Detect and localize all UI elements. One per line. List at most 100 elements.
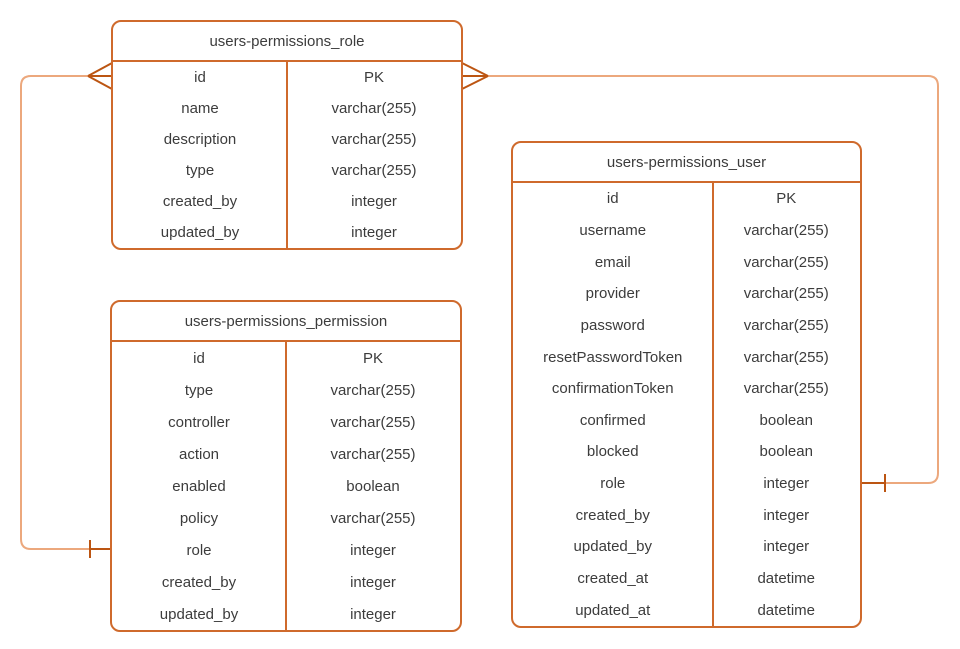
field-type-cell: datetime [757, 570, 816, 587]
field-type-cell: PK [362, 349, 383, 367]
table-row: username varchar(255) [513, 215, 860, 247]
table-row: role integer [513, 468, 860, 500]
table-users-permissions-role[interactable]: users-permissions_role id PK name varcha… [111, 20, 463, 250]
field-name-cell: id [606, 190, 619, 208]
field-name-cell: resetPasswordToken [543, 348, 683, 366]
field-name-cell: created_by [161, 573, 237, 591]
table-row: updated_at datetime [513, 594, 860, 626]
field-name-cell: type [185, 162, 215, 179]
field-name-cell: created_at [577, 570, 649, 587]
table-row: id PK [113, 62, 461, 93]
table-row: role integer [112, 534, 460, 566]
field-name-cell: id [194, 69, 206, 86]
field-name-cell: id [193, 349, 205, 367]
table-row: updated_by integer [113, 217, 461, 248]
field-type-cell: varchar(255) [330, 509, 416, 527]
table-row: created_by integer [112, 566, 460, 598]
field-type-cell: integer [351, 193, 397, 210]
one-tick-icon [89, 540, 112, 558]
table-row: password varchar(255) [513, 310, 860, 342]
table-row: name varchar(255) [113, 93, 461, 124]
field-type-cell: varchar(255) [330, 413, 416, 431]
crow-foot-many-icon [461, 62, 489, 90]
field-name-cell: description [163, 131, 237, 148]
field-name-cell: blocked [586, 443, 639, 461]
table-row: created_by integer [513, 499, 860, 531]
table-users-permissions-user[interactable]: users-permissions_user id PK username va… [511, 141, 862, 628]
field-type-cell: varchar(255) [330, 445, 416, 463]
field-name-cell: created_by [162, 193, 238, 210]
field-type-cell: integer [763, 506, 810, 524]
field-type-cell: varchar(255) [331, 162, 417, 179]
field-name-cell: role [186, 541, 212, 559]
field-type-cell: varchar(255) [743, 253, 829, 271]
field-type-cell: varchar(255) [743, 348, 829, 366]
table-row: updated_by integer [513, 531, 860, 563]
field-type-cell: integer [350, 605, 396, 623]
field-type-cell: integer [763, 538, 810, 556]
field-name-cell: provider [585, 285, 640, 303]
relationship-role-user[interactable] [461, 62, 939, 492]
column-divider [285, 342, 287, 630]
field-name-cell: type [184, 381, 214, 399]
table-row: created_at datetime [513, 563, 860, 595]
table-row: confirmed boolean [513, 404, 860, 436]
field-name-cell: role [600, 475, 626, 493]
table-row: type varchar(255) [112, 374, 460, 406]
field-name-cell: controller [168, 413, 230, 431]
table-title: users-permissions_permission [112, 302, 460, 342]
field-type-cell: PK [776, 190, 797, 208]
table-row: updated_by integer [112, 598, 460, 630]
connector-line [488, 75, 939, 484]
field-name-cell: confirmationToken [551, 380, 674, 398]
table-row: email varchar(255) [513, 246, 860, 278]
field-type-cell: PK [363, 69, 384, 86]
field-name-cell: updated_by [159, 605, 239, 623]
field-type-cell: integer [351, 224, 397, 241]
field-type-cell: integer [350, 541, 396, 559]
field-type-cell: varchar(255) [743, 285, 829, 303]
relationship-role-permission[interactable] [20, 62, 113, 558]
field-type-cell: boolean [346, 477, 400, 495]
table-row: policy varchar(255) [112, 502, 460, 534]
table-users-permissions-permission[interactable]: users-permissions_permission id PK type … [110, 300, 462, 632]
table-row: action varchar(255) [112, 438, 460, 470]
table-body: id PK type varchar(255) controller varch… [112, 342, 460, 630]
connector-line [20, 75, 90, 550]
field-name-cell: created_by [575, 506, 650, 524]
column-divider [286, 62, 288, 248]
field-type-cell: varchar(255) [331, 100, 417, 117]
field-type-cell: boolean [759, 443, 813, 461]
table-row: confirmationToken varchar(255) [513, 373, 860, 405]
field-name-cell: policy [179, 509, 219, 527]
table-row: controller varchar(255) [112, 406, 460, 438]
field-name-cell: email [594, 253, 631, 271]
field-type-cell: boolean [759, 411, 813, 429]
table-row: blocked boolean [513, 436, 860, 468]
field-name-cell: updated_by [573, 538, 652, 556]
field-type-cell: varchar(255) [743, 380, 829, 398]
table-row: enabled boolean [112, 470, 460, 502]
field-type-cell: varchar(255) [331, 131, 417, 148]
field-name-cell: username [579, 221, 647, 239]
field-type-cell: varchar(255) [743, 221, 829, 239]
table-row: description varchar(255) [113, 124, 461, 155]
table-row: created_by integer [113, 186, 461, 217]
table-row: id PK [112, 342, 460, 374]
field-name-cell: action [178, 445, 220, 463]
field-name-cell: name [181, 100, 219, 117]
field-name-cell: updated_at [575, 601, 651, 619]
table-row: resetPasswordToken varchar(255) [513, 341, 860, 373]
field-name-cell: confirmed [579, 411, 646, 429]
one-tick-icon [861, 474, 886, 492]
field-name-cell: password [580, 316, 645, 334]
crow-foot-many-icon [87, 62, 113, 90]
field-type-cell: integer [763, 475, 810, 493]
field-type-cell: datetime [757, 601, 816, 619]
field-name-cell: updated_by [160, 224, 240, 241]
table-row: id PK [513, 183, 860, 215]
field-name-cell: enabled [172, 477, 226, 495]
table-row: type varchar(255) [113, 155, 461, 186]
